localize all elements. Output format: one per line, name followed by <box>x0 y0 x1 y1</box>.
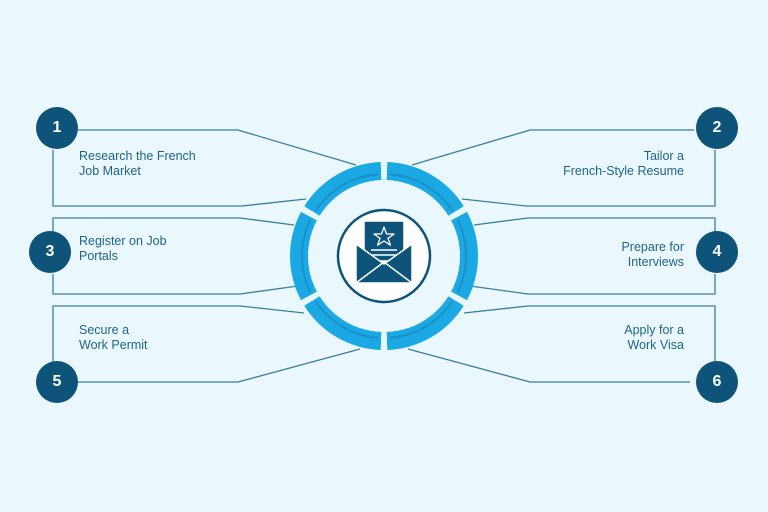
ring-segment-accent <box>301 219 312 293</box>
ring-segment-accent <box>389 173 453 211</box>
step-4-badge: 4 <box>696 231 738 273</box>
box-step-5 <box>52 305 305 362</box>
connector-step-1 <box>78 129 357 166</box>
ring-segment <box>304 162 382 216</box>
ring-segment <box>304 296 382 350</box>
box-step-2 <box>461 150 716 207</box>
ring <box>290 162 478 350</box>
ring-segment <box>451 211 478 301</box>
ring-segment <box>386 162 464 216</box>
box-step-3-bottom <box>52 274 299 295</box>
ring-segment-accent <box>315 301 379 339</box>
box-step-4 <box>473 217 716 232</box>
step-4-label: Prepare for Interviews <box>621 240 684 269</box>
step-3-badge: 3 <box>29 231 71 273</box>
box-step-1 <box>52 150 307 207</box>
connector-outlines <box>52 129 716 383</box>
step-6-label: Apply for a Work Visa <box>624 323 684 352</box>
connector-step-2 <box>411 129 694 166</box>
box-step-3 <box>52 217 295 232</box>
step-3-label: Register on Job Portals <box>79 234 167 263</box>
step-6-badge: 6 <box>696 361 738 403</box>
box-step-4-bottom <box>469 274 716 295</box>
ring-segment-accent <box>456 219 467 293</box>
connector-step-6 <box>407 348 690 383</box>
box-step-6 <box>463 305 716 362</box>
ring-segment-accent <box>389 301 453 339</box>
ring-segment <box>386 296 464 350</box>
connector-step-5 <box>78 348 361 383</box>
ring-segment <box>290 211 317 301</box>
step-1-label: Research the French Job Market <box>79 149 196 178</box>
step-5-badge: 5 <box>36 361 78 403</box>
step-2-label: Tailor a French-Style Resume <box>563 149 684 178</box>
step-5-label: Secure a Work Permit <box>79 323 148 352</box>
ring-segment-accent <box>315 173 379 211</box>
step-2-badge: 2 <box>696 107 738 149</box>
envelope-star-icon <box>336 208 432 304</box>
step-1-badge: 1 <box>36 107 78 149</box>
